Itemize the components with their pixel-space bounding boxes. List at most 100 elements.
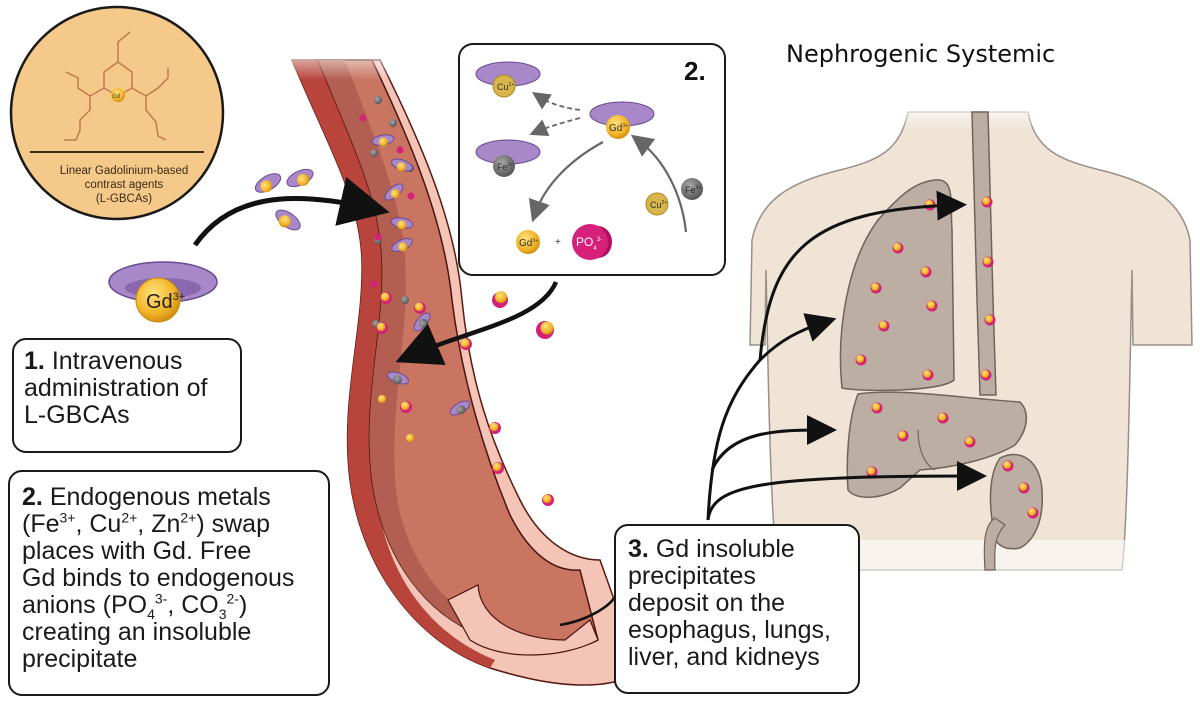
gd-agent-label: Gd3+ <box>146 291 185 313</box>
phosphate-ion <box>359 114 367 122</box>
step-2-line: anions (PO43-, CO32-) <box>22 590 248 622</box>
molecule-caption: Linear Gadolinium-based contrast agents … <box>34 164 214 206</box>
step-2-line: (Fe3+, Cu2+, Zn2+) swap <box>22 509 270 538</box>
svg-text:Fe3+: Fe3+ <box>497 162 513 172</box>
connector-line <box>559 597 616 627</box>
step-3-line: esophagus, lungs, <box>628 616 831 644</box>
arrow-to-lungs <box>758 313 837 362</box>
organ-arrows <box>706 190 987 521</box>
svg-text:Gd3+: Gd3+ <box>519 238 538 249</box>
precipitate-particle <box>878 320 890 332</box>
precipitate-particle <box>871 402 883 414</box>
gd-chelate: Gd3+ <box>589 101 655 139</box>
step-2-line: 2. Endogenous metals <box>22 483 271 511</box>
torso <box>749 111 1193 571</box>
caption-line: (L-GBCAs) <box>95 193 153 205</box>
phosphate-ion <box>396 146 404 154</box>
step-2-line: places with Gd. Free <box>22 537 252 565</box>
precipitate-particle <box>414 302 426 314</box>
metal-ion <box>401 296 409 304</box>
injection-arrow <box>192 177 390 247</box>
metal-ion <box>389 119 397 127</box>
precipitate-particle <box>926 300 938 312</box>
precipitate-particle <box>492 462 504 474</box>
svg-text:+: + <box>555 237 561 248</box>
precipitate-particle <box>1002 460 1014 472</box>
step-3-line: deposit on the <box>628 589 786 617</box>
chelate-particle <box>387 371 409 385</box>
precipitate-particle <box>866 466 878 478</box>
step-2-box: 2. Endogenous metals (Fe3+, Cu2+, Zn2+) … <box>8 470 330 696</box>
precipitate-particle <box>1027 507 1039 519</box>
precipitate-particle <box>980 369 992 381</box>
precipitate-particle <box>489 422 501 434</box>
phosphate-ion <box>407 192 415 200</box>
metal-ion <box>374 96 382 104</box>
precipitate-particle <box>870 282 882 294</box>
chelate-particle <box>391 158 413 172</box>
step-3-line: liver, and kidneys <box>628 643 820 671</box>
free-precipitates <box>460 291 554 350</box>
step-2-line: creating an insoluble <box>22 618 252 646</box>
svg-text:Gd3+: Gd3+ <box>609 123 628 134</box>
step-number: 1. <box>24 347 45 375</box>
kidney <box>983 453 1044 571</box>
inset-arrow <box>395 281 559 365</box>
gd-ion <box>378 395 386 403</box>
svg-text:Fe3+: Fe3+ <box>685 185 701 195</box>
arrow-to-esophagus <box>706 190 967 521</box>
precipitate-particle <box>1018 482 1030 494</box>
precipitate-particle <box>542 494 554 506</box>
step-1-line: administration of <box>24 374 208 402</box>
svg-text:Cu2+: Cu2+ <box>497 82 514 92</box>
cu-chelate: Cu2+ <box>475 61 541 98</box>
step-1-box: 1. Intravenous administration of L-GBCAs <box>12 338 242 453</box>
precipitate-particle <box>400 401 412 413</box>
precipitate-particle <box>920 266 932 278</box>
free-cu: Cu2+ <box>645 192 669 216</box>
svg-text:PO43-: PO43- <box>576 235 602 252</box>
precipitate-particle <box>922 369 934 381</box>
phosphate-ion <box>374 233 382 241</box>
step-3-line: precipitates <box>628 562 756 590</box>
step-2-line: precipitate <box>22 645 138 673</box>
free-gd: Gd3+ <box>516 230 540 254</box>
precipitate-particle <box>984 314 996 326</box>
precipitate-particle <box>937 412 949 424</box>
step-number: 3. <box>628 535 649 563</box>
step-1-line: 1. Intravenous <box>24 347 183 375</box>
inset-panel: Cu2+ Fe3+ Gd3+ Cu2+ Fe3+ <box>458 43 726 276</box>
page-title: Nephrogenic Systemic <box>786 40 1056 68</box>
precipitate-particle <box>964 436 976 448</box>
svg-text:Cu2+: Cu2+ <box>650 200 667 210</box>
precipitate-particle <box>380 292 392 304</box>
precipitate-particle <box>897 430 909 442</box>
chelate-particle <box>371 134 395 147</box>
precipitate-particle <box>981 196 993 208</box>
fe-chelate: Fe3+ <box>475 139 541 177</box>
chelate-particle <box>390 217 414 230</box>
metal-ion <box>370 149 378 157</box>
body-silhouette <box>740 100 1200 580</box>
chelate-particle <box>449 400 471 416</box>
phosphate: PO43- <box>572 224 612 260</box>
liver <box>846 391 1027 498</box>
inset-number: 2. <box>684 56 706 86</box>
svg-text:Gd: Gd <box>112 94 120 100</box>
step-3-line: 3. Gd insoluble <box>628 535 795 563</box>
step-3-box: 3. Gd insoluble precipitates deposit on … <box>614 524 860 694</box>
step-number: 2. <box>22 483 43 511</box>
caption-line: Linear Gadolinium-based <box>59 165 189 177</box>
gd-agent-icon: Gd3+ <box>108 261 218 323</box>
precipitate-particle <box>892 242 904 254</box>
step-1-line: L-GBCAs <box>24 401 130 429</box>
step-2-line: Gd binds to endogenous <box>22 564 295 592</box>
phosphate-ion <box>370 280 378 288</box>
arrow-to-kidney <box>706 461 987 521</box>
precipitate-particle <box>855 354 867 366</box>
precipitate-particle <box>376 322 388 334</box>
free-fe: Fe3+ <box>681 178 703 200</box>
gd-ion <box>406 434 414 442</box>
